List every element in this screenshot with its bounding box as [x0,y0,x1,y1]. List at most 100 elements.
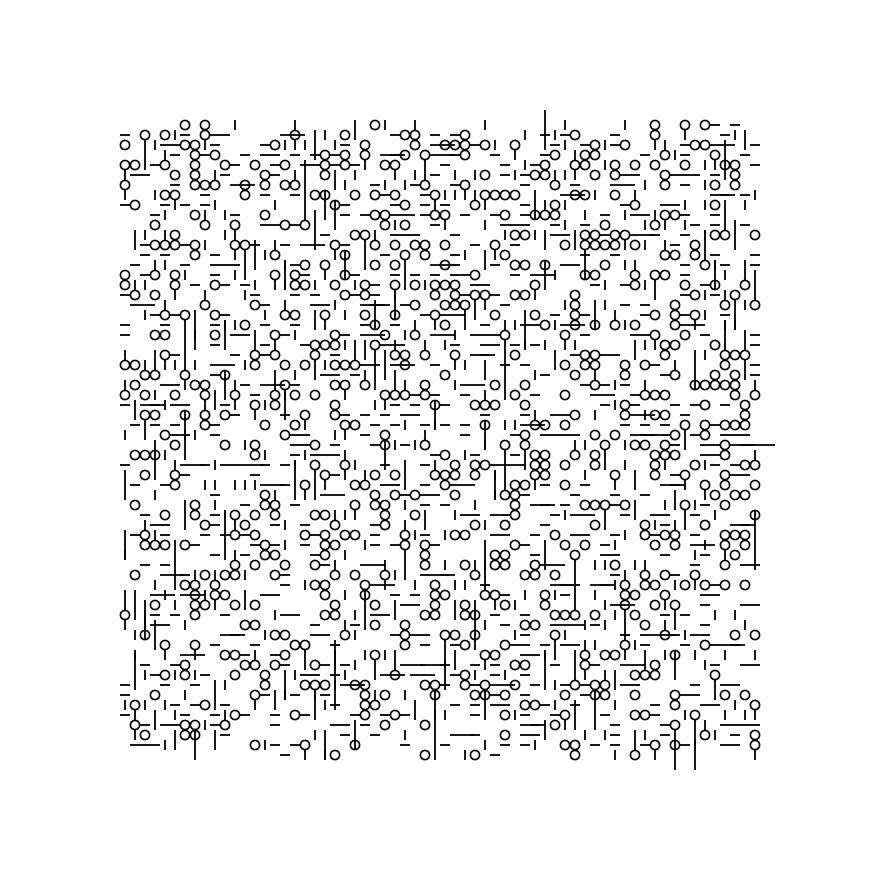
glyph-circle [179,729,191,741]
glyph-circle [389,309,401,321]
glyph-circle [309,349,321,361]
glyph-circle [369,119,381,131]
glyph-circle [749,229,761,241]
glyph-circle [169,229,181,241]
glyph-circle [419,539,431,551]
glyph-circle [469,749,481,761]
glyph-circle [409,329,421,341]
glyph-circle [139,129,151,141]
glyph-circle [389,669,401,681]
glyph-circle [209,309,221,321]
glyph-circle [119,159,131,171]
glyph-circle [659,439,671,451]
glyph-circle [699,479,711,491]
glyph-circle [519,399,531,411]
glyph-circle [409,279,421,291]
glyph-circle [319,509,331,521]
glyph-circle [349,229,361,241]
glyph-circle [659,269,671,281]
glyph-circle [189,159,201,171]
glyph-circle [289,269,301,281]
glyph-circle [589,139,601,151]
glyph-circle [429,599,441,611]
glyph-circle [719,349,731,361]
glyph-circle [259,209,271,221]
glyph-circle [359,709,371,721]
glyph-circle [459,669,471,681]
glyph-circle [489,559,501,571]
glyph-circle [589,229,601,241]
glyph-circle [509,259,521,271]
glyph-circle [129,499,141,511]
glyph-circle [579,159,591,171]
glyph-circle [359,149,371,161]
glyph-circle [489,379,501,391]
glyph-circle [409,139,421,151]
glyph-circle [539,589,551,601]
glyph-circle [399,249,411,261]
glyph-circle [369,649,381,661]
glyph-circle [559,459,571,471]
glyph-circle [559,709,571,721]
glyph-circle [119,609,131,621]
glyph-circle [449,489,461,501]
glyph-circle [419,379,431,391]
glyph-circle [749,739,761,751]
glyph-circle [289,389,301,401]
glyph-circle [189,249,201,261]
glyph-circle [379,569,391,581]
glyph-circle [709,669,721,681]
glyph-circle [389,239,401,251]
glyph-circle [729,529,741,541]
glyph-circle [229,559,241,571]
glyph-circle [239,179,251,191]
glyph-circle [639,569,651,581]
glyph-circle [569,409,581,421]
glyph-circle [629,749,641,761]
glyph-circle [129,159,141,171]
glyph-circle [239,519,251,531]
glyph-circle [339,159,351,171]
glyph-circle [269,569,281,581]
glyph-circle [679,329,691,341]
glyph-circle [429,579,441,591]
glyph-circle [299,409,311,421]
glyph-circle [629,319,641,331]
glyph-circle [209,279,221,291]
glyph-circle [619,499,631,511]
glyph-circle [669,449,681,461]
glyph-circle [269,249,281,261]
glyph-circle [249,359,261,371]
glyph-circle [469,399,481,411]
glyph-circle [309,659,321,671]
glyph-circle [719,299,731,311]
glyph-circle [249,159,261,171]
glyph-circle [239,189,251,201]
glyph-circle [609,239,621,251]
glyph-circle [609,429,621,441]
glyph-circle [719,439,731,451]
glyph-circle [669,599,681,611]
glyph-circle [589,449,601,461]
glyph-circle [269,499,281,511]
glyph-circle [649,459,661,471]
glyph-circle [709,149,721,161]
glyph-circle [639,709,651,721]
glyph-circle [649,269,661,281]
glyph-circle [199,409,211,421]
glyph-circle [399,639,411,651]
glyph-circle [629,439,641,451]
glyph-circle [169,239,181,251]
glyph-circle [449,349,461,361]
glyph-circle [549,719,561,731]
glyph-circle [549,569,561,581]
glyph-circle [269,629,281,641]
glyph-circle [569,549,581,561]
glyph-circle [589,379,601,391]
glyph-circle [159,239,171,251]
glyph-circle [359,579,371,591]
glyph-circle [259,169,271,181]
glyph-circle [649,329,661,341]
glyph-circle [279,629,291,641]
glyph-circle [499,599,511,611]
